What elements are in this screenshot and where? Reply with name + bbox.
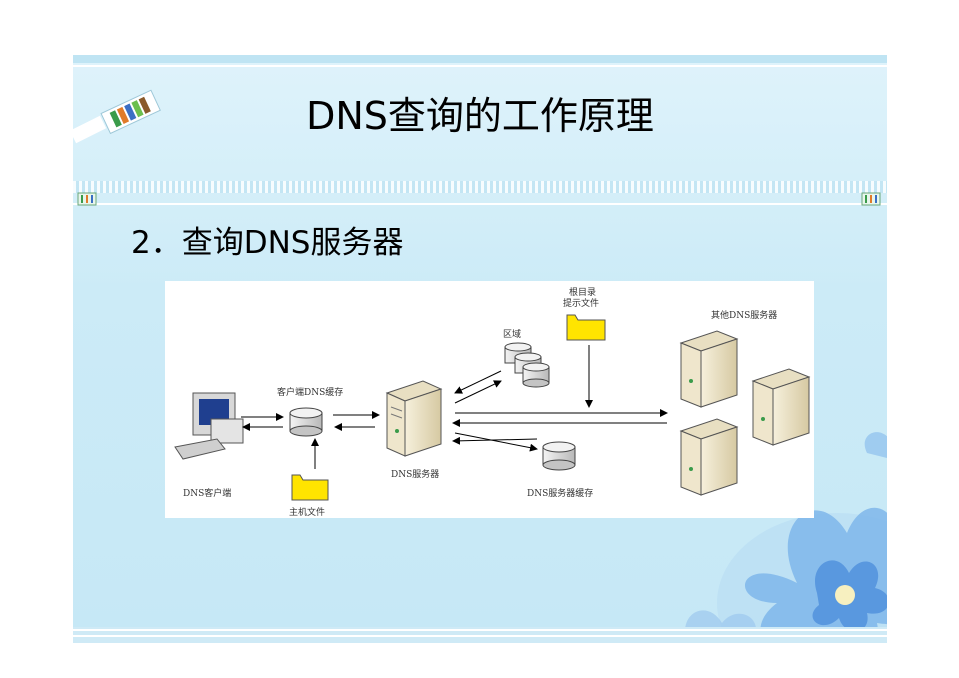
flow-arrows	[241, 345, 668, 469]
slide-subtitle: 2．查询DNS服务器	[131, 225, 404, 261]
root-hints-folder-icon	[566, 314, 606, 341]
other-dns-server-icon	[679, 330, 739, 408]
label-client-cache: 客户端DNS缓存	[277, 388, 344, 398]
arrow-server-cache-to-server	[452, 436, 538, 445]
dns-query-diagram: 客户端DNS缓存 DNS客户端 主机文件 DNS服务器 区域 根目录 提示文件 …	[165, 281, 814, 518]
server-cache-disk-icon	[542, 441, 576, 471]
label-dns-client: DNS客户端	[183, 489, 232, 499]
connector-left-icon	[77, 192, 97, 206]
slide-title: DNS查询的工作原理	[306, 94, 654, 138]
arrow-server-to-server-cache	[454, 432, 538, 452]
connector-right-icon	[861, 192, 881, 206]
label-other-dns-servers: 其他DNS服务器	[711, 311, 778, 321]
dotted-band	[73, 181, 887, 193]
diagram-canvas	[174, 314, 811, 501]
label-root-hints-line1: 根目录	[569, 288, 597, 298]
other-dns-server-icon	[679, 418, 739, 496]
label-zone: 区域	[503, 330, 522, 340]
label-hosts-file: 主机文件	[289, 508, 326, 518]
client-computer-icon	[174, 392, 244, 460]
zone-disks-icon	[504, 342, 550, 388]
arrow-zone-to-server	[454, 370, 502, 394]
decorative-flower-image	[685, 432, 887, 643]
top-border-line	[73, 65, 887, 67]
network-cable-icon	[73, 89, 161, 144]
bottom-band	[73, 627, 887, 643]
label-server-cache: DNS服务器缓存	[527, 489, 594, 499]
label-dns-server: DNS服务器	[391, 470, 440, 480]
client-cache-disk-icon	[289, 407, 323, 437]
arrow-server-to-zone	[454, 380, 502, 404]
label-root-hints-line2: 提示文件	[563, 299, 600, 309]
other-dns-server-icon	[751, 368, 811, 446]
hosts-file-folder-icon	[291, 474, 329, 501]
title-divider-line	[73, 203, 887, 205]
top-strip	[73, 55, 887, 63]
dns-server-icon	[385, 380, 443, 457]
